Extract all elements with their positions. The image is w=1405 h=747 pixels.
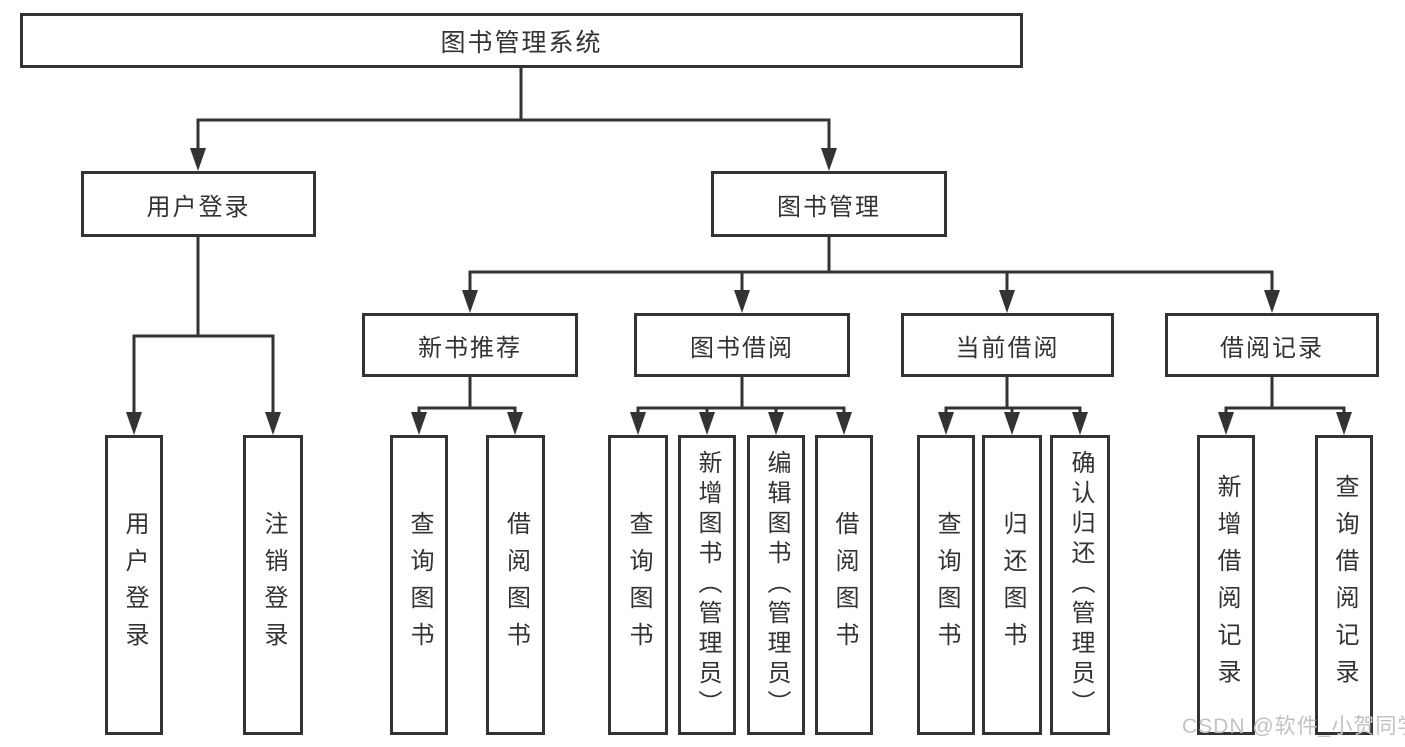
arrow-down xyxy=(821,148,837,171)
leaf-query-books-1: 查询图书 xyxy=(390,435,448,735)
node-borrowing-records: 借阅记录 xyxy=(1165,313,1379,377)
arrow-down xyxy=(768,412,784,435)
leaf-borrow-books-1: 借阅图书 xyxy=(486,435,545,735)
node-label: 编辑图书（管理员） xyxy=(763,450,790,720)
arrow-down xyxy=(1004,412,1020,435)
node-label: 查询借阅记录 xyxy=(1331,474,1358,696)
node-label: 用户登录 xyxy=(121,511,148,659)
node-label: 确认归还（管理员） xyxy=(1067,450,1094,720)
node-label: 查询图书 xyxy=(625,511,652,659)
arrow-down xyxy=(190,148,206,171)
node-root: 图书管理系统 xyxy=(20,13,1023,68)
node-label: 用户登录 xyxy=(146,193,251,221)
node-label: 图书管理 xyxy=(777,193,881,221)
node-label: 新增图书（管理员） xyxy=(694,450,721,720)
leaf-query-books-2: 查询图书 xyxy=(608,435,668,735)
arrow-down xyxy=(836,412,852,435)
leaf-add-book-admin: 新增图书（管理员） xyxy=(678,435,736,735)
arrow-down xyxy=(938,412,954,435)
leaf-confirm-return-admin: 确认归还（管理员） xyxy=(1050,435,1110,735)
leaf-query-borrow-record: 查询借阅记录 xyxy=(1315,435,1373,735)
arrow-down xyxy=(999,290,1015,313)
leaf-add-borrow-record: 新增借阅记录 xyxy=(1197,435,1255,735)
node-label: 借阅图书 xyxy=(831,511,858,659)
node-label: 借阅图书 xyxy=(502,511,530,659)
leaf-borrow-books-2: 借阅图书 xyxy=(815,435,873,735)
node-label: 查询图书 xyxy=(933,511,960,659)
arrow-down xyxy=(411,412,427,435)
arrow-down xyxy=(1218,412,1234,435)
arrow-down xyxy=(734,290,750,313)
node-new-book-recommend: 新书推荐 xyxy=(362,313,578,377)
node-label: 查询图书 xyxy=(406,511,433,659)
node-label: 新增借阅记录 xyxy=(1213,474,1240,696)
leaf-logout: 注销登录 xyxy=(243,435,303,735)
node-label: 当前借阅 xyxy=(955,334,1060,362)
arrow-down xyxy=(1336,412,1352,435)
node-user-login: 用户登录 xyxy=(81,171,316,237)
node-label: 借阅记录 xyxy=(1220,334,1324,362)
leaf-return-books: 归还图书 xyxy=(982,435,1042,735)
arrow-down xyxy=(1264,290,1280,313)
node-label: 注销登录 xyxy=(260,511,287,659)
node-label: 图书借阅 xyxy=(690,334,794,362)
leaf-user-login: 用户登录 xyxy=(105,435,163,735)
node-current-borrowing: 当前借阅 xyxy=(901,313,1114,377)
node-label: 新书推荐 xyxy=(418,334,522,362)
arrow-down xyxy=(1072,412,1088,435)
arrow-down xyxy=(462,290,478,313)
leaf-query-books-3: 查询图书 xyxy=(917,435,975,735)
node-book-borrowing: 图书借阅 xyxy=(634,313,850,377)
node-label: 图书管理系统 xyxy=(440,28,603,57)
arrow-down xyxy=(265,412,281,435)
arrow-down xyxy=(699,412,715,435)
watermark: CSDN @软件_小贺同学 xyxy=(1182,715,1405,738)
arrow-down xyxy=(630,412,646,435)
arrow-down xyxy=(126,412,142,435)
leaf-edit-book-admin: 编辑图书（管理员） xyxy=(747,435,805,735)
node-label: 归还图书 xyxy=(999,511,1026,659)
arrow-down xyxy=(507,412,523,435)
node-book-management: 图书管理 xyxy=(711,171,947,237)
